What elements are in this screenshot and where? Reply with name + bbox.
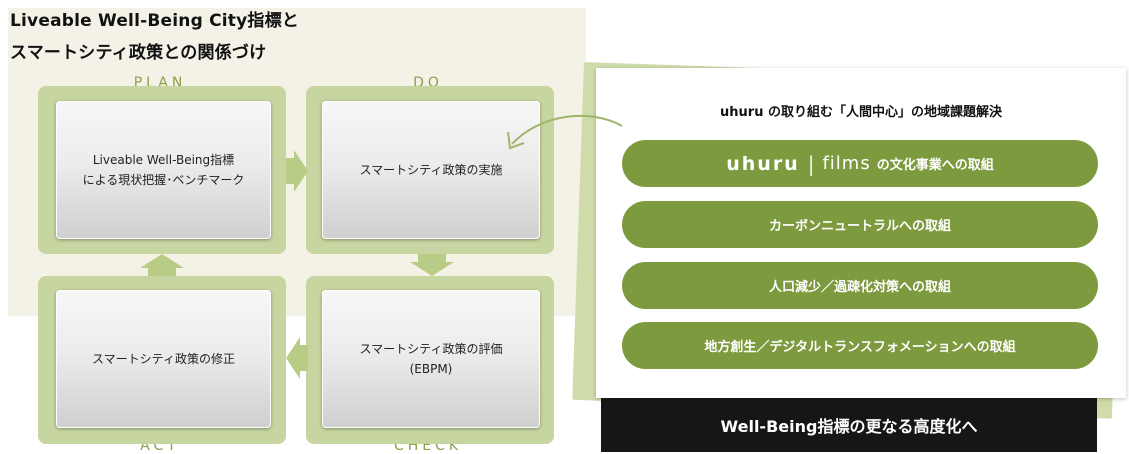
regional-dx-text: 地方創生／デジタルトランスフォメーションへの取組 [704, 340, 1016, 355]
plan-card: Liveable Well-Being指標 による現状把握･ベンチマーク [56, 101, 271, 239]
do-card-text: スマートシティ政策の実施 [359, 163, 503, 177]
act-card: スマートシティ政策の修正 [56, 290, 271, 428]
diagram-title-line-2: スマートシティ政策との関係づけ [10, 43, 267, 63]
arrow-up-icon [140, 254, 184, 276]
curved-arrow-icon [507, 115, 623, 150]
plan-card-text-2: による現状把握･ベンチマーク [82, 173, 245, 187]
population-decline-text: 人口減少／過疎化対策への取組 [768, 280, 951, 295]
check-card-text-2: (EBPM) [409, 362, 453, 376]
arrow-left-icon [286, 337, 308, 379]
do-card: スマートシティ政策の実施 [322, 101, 540, 239]
diagram-title-line-1: Liveable Well-Being City指標と [10, 11, 299, 31]
act-card-text: スマートシティ政策の修正 [92, 352, 235, 366]
films-culture-pill: uhuru | films の文化事業への取組 [622, 140, 1098, 187]
carbon-neutral-text: カーボンニュートラルへの取組 [768, 219, 951, 234]
arrow-down-icon [410, 254, 454, 276]
plan-card-text-1: Liveable Well-Being指標 [92, 153, 235, 167]
uhuru-logo: uhuru [726, 152, 800, 175]
check-card: スマートシティ政策の評価 (EBPM) [322, 290, 540, 428]
arrow-right-icon [286, 150, 308, 192]
uhuru-panel-title: uhuru の取り組む「人間中心」の地域課題解決 [720, 105, 1002, 120]
bottom-banner-text: Well-Being指標の更なる高度化へ [720, 417, 978, 436]
check-card-text-1: スマートシティ政策の評価 [359, 342, 503, 356]
logo-separator: | [807, 151, 815, 176]
films-logo: films [822, 153, 871, 174]
population-decline-pill: 人口減少／過疎化対策への取組 [622, 262, 1098, 309]
regional-dx-pill: 地方創生／デジタルトランスフォメーションへの取組 [622, 322, 1098, 369]
films-culture-text: の文化事業への取組 [876, 158, 994, 173]
carbon-neutral-pill: カーボンニュートラルへの取組 [622, 201, 1098, 248]
bottom-banner: Well-Being指標の更なる高度化へ [601, 398, 1097, 452]
